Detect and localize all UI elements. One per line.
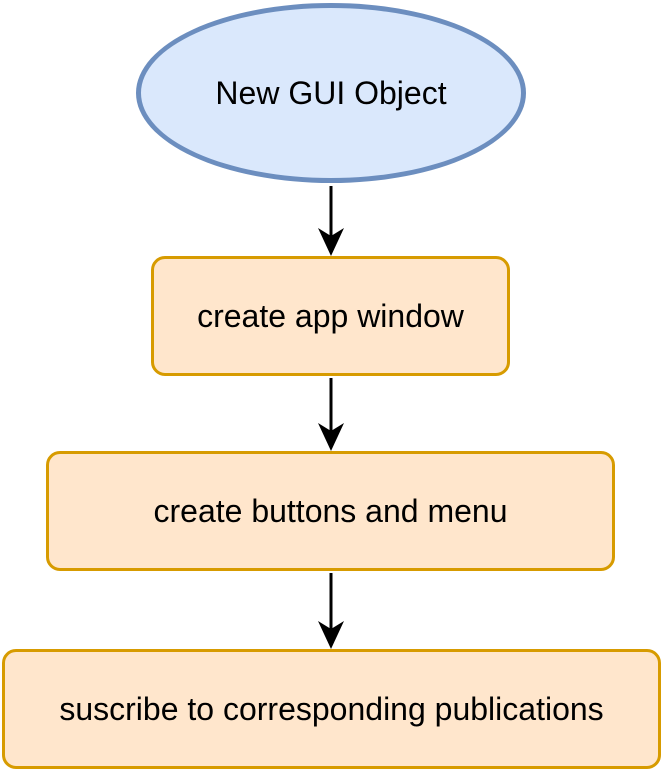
arrow-step1-to-step2 (318, 378, 344, 451)
process-node-create-app-window: create app window (151, 256, 510, 376)
process-node-subscribe-publications: suscribe to corresponding publications (2, 649, 661, 769)
arrow-start-to-step1 (318, 186, 344, 256)
process-node-label: create app window (197, 297, 464, 334)
process-node-label: suscribe to corresponding publications (59, 690, 604, 727)
start-node-new-gui-object: New GUI Object (136, 3, 526, 183)
arrow-step2-to-step3 (318, 573, 344, 649)
process-node-create-buttons-and-menu: create buttons and menu (46, 451, 615, 571)
process-node-label: create buttons and menu (153, 492, 508, 529)
start-node-label: New GUI Object (215, 74, 447, 111)
